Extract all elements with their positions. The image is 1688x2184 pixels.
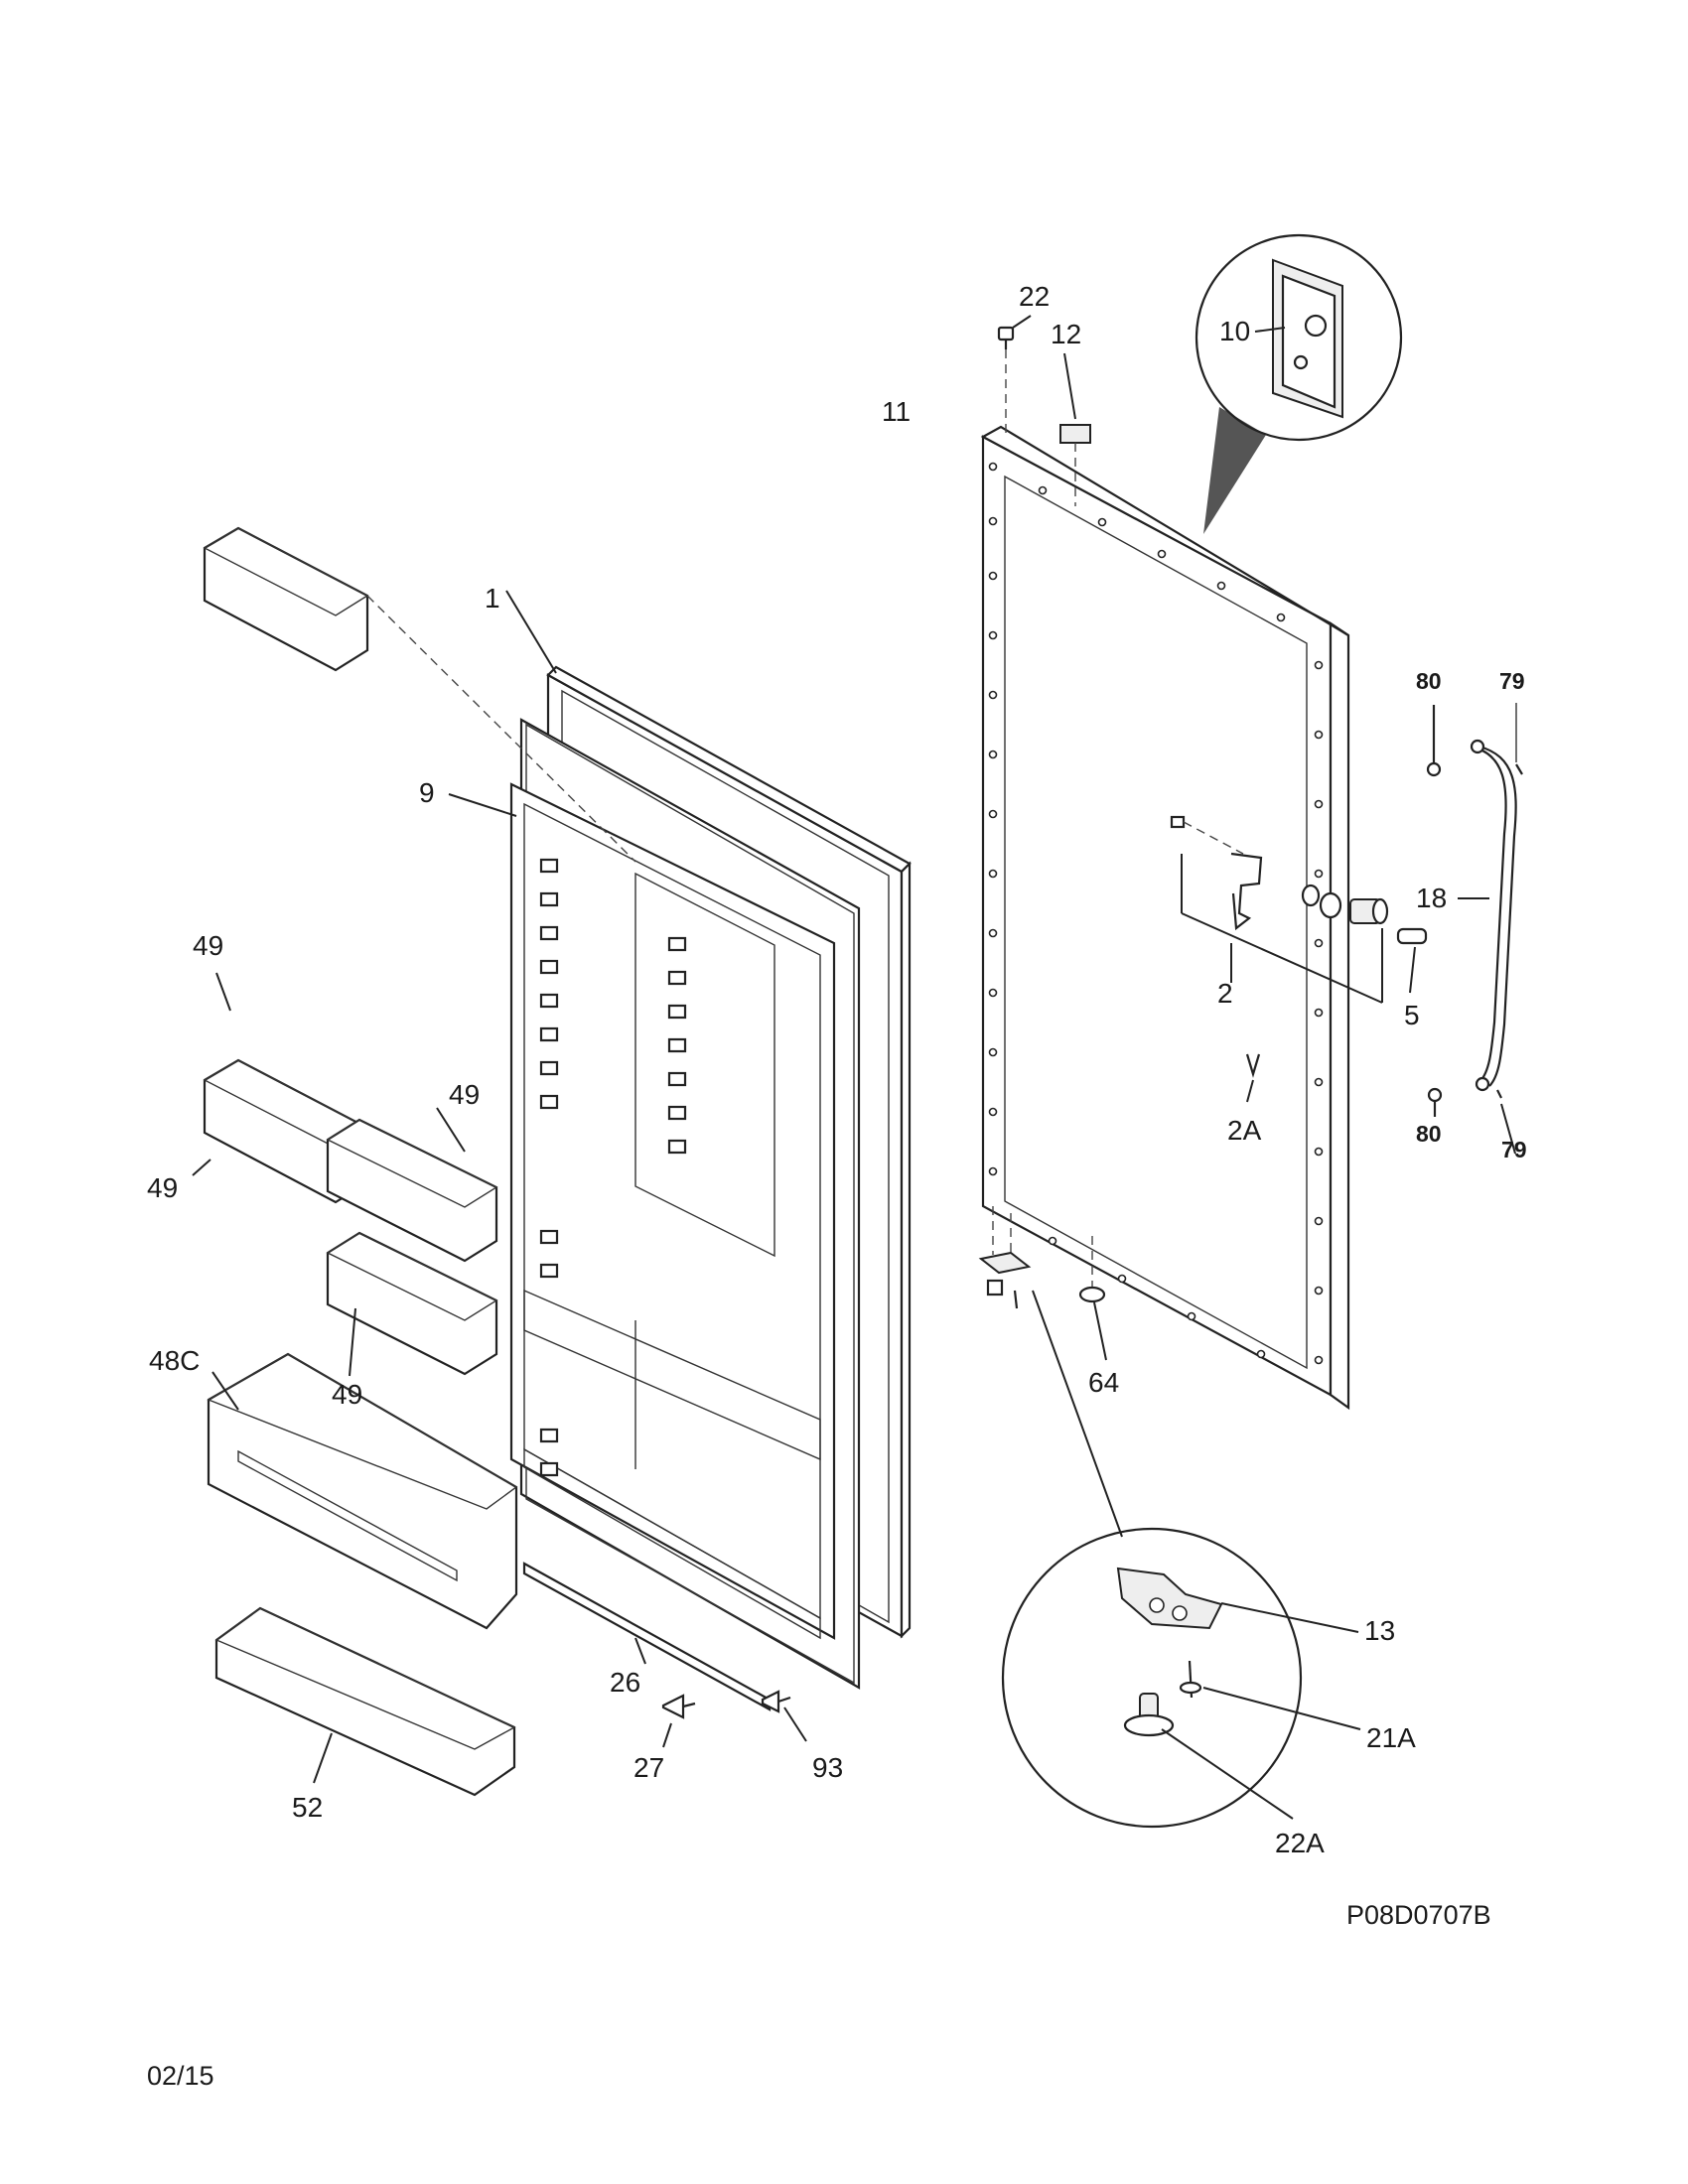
handle-mount-top: [1426, 705, 1442, 777]
top-hinge-screw: [997, 326, 1015, 349]
dairy-bin-48c: [207, 1352, 518, 1630]
handle-mount-bottom: [1427, 1087, 1443, 1117]
label-49-right: 49: [449, 1079, 480, 1110]
label-2: 2: [1217, 978, 1233, 1009]
label-12: 12: [1051, 319, 1081, 349]
label-49-left: 49: [147, 1172, 178, 1203]
label-18: 18: [1416, 883, 1447, 913]
label-26: 26: [610, 1667, 640, 1698]
label-22a: 22A: [1275, 1828, 1325, 1858]
revision-date: 02/15: [147, 2061, 214, 2091]
label-placard: [1059, 424, 1091, 444]
label-64: 64: [1088, 1367, 1119, 1398]
lock-assembly: [1170, 815, 1428, 1103]
screw-93: [761, 1690, 791, 1713]
door-bin-52: [214, 1606, 516, 1797]
screw-27: [661, 1694, 696, 1719]
label-52: 52: [292, 1792, 323, 1823]
door-handle: [1470, 739, 1517, 1092]
handle-screw-top: [1515, 763, 1523, 775]
label-80-top: 80: [1416, 668, 1442, 694]
door-bin-49-c: [326, 1118, 498, 1263]
label-22: 22: [1019, 281, 1050, 312]
label-49-bottom: 49: [332, 1379, 362, 1410]
label-93: 93: [812, 1752, 843, 1783]
hinge-detail-zoom: [1001, 1527, 1303, 1829]
door-bin-49-a: [203, 526, 636, 863]
label-9: 9: [419, 777, 435, 808]
label-79-bottom: 79: [1501, 1137, 1527, 1162]
label-11: 11: [882, 396, 911, 427]
door-bin-49-d: [326, 1231, 498, 1376]
label-21a: 21A: [1366, 1722, 1416, 1753]
label-80-bottom: 80: [1416, 1121, 1442, 1147]
handle-screw-bottom: [1496, 1089, 1502, 1099]
label-1: 1: [485, 583, 500, 614]
label-10: 10: [1219, 316, 1250, 346]
label-49-top: 49: [193, 930, 223, 961]
bottom-hinge-small: [978, 1251, 1032, 1309]
label-79-top: 79: [1499, 668, 1525, 694]
toe-strip: [522, 1562, 772, 1711]
label-13: 13: [1364, 1615, 1395, 1646]
label-48c: 48C: [149, 1345, 200, 1376]
shelf-clips: [539, 858, 687, 1477]
label-5: 5: [1404, 1000, 1420, 1030]
diagram-code: P08D0707B: [1346, 1900, 1491, 1930]
gasket-plug-64: [1078, 1286, 1106, 1303]
outer-door-panel: [980, 425, 1350, 1411]
control-detail-zoom: [1195, 233, 1403, 534]
panel-screw-holes: [988, 462, 1324, 1365]
label-27: 27: [633, 1752, 664, 1783]
door-liner: [509, 718, 861, 1690]
label-2a: 2A: [1227, 1115, 1262, 1146]
